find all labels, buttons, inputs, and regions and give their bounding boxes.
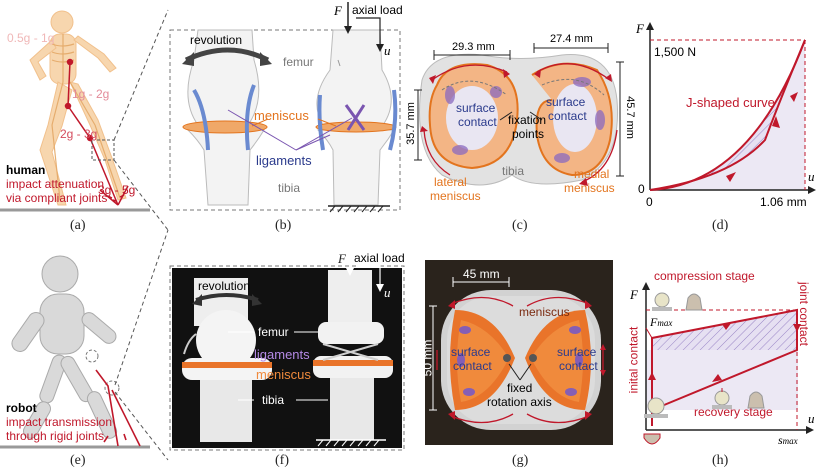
panel-g: 45 mm 50 mm meniscus surface contact sur… xyxy=(420,260,613,445)
f-force-label: F xyxy=(338,251,346,266)
h-xlabel: u xyxy=(808,411,815,426)
d-peak-label: 1,500 N xyxy=(654,45,697,59)
panel-c: 29.3 mm 27.4 mm 35.7 mm 45.7 mm surface … xyxy=(405,0,636,240)
h-initial-contact-label: inital contact xyxy=(626,326,641,394)
f-ligaments-label: ligaments xyxy=(254,347,310,362)
d-curve-label: J-shaped curve xyxy=(686,95,775,110)
g-surface-contact-right-2: contact xyxy=(559,359,598,373)
caption-h: (h) xyxy=(712,453,729,468)
d-xmax-label: 1.06 mm xyxy=(760,195,807,209)
h-fmax-sub: max xyxy=(657,318,673,328)
f-tibia-label: tibia xyxy=(262,393,285,407)
dim-lateral-vertical: 35.7 mm xyxy=(404,102,417,145)
ligaments-label: ligaments xyxy=(256,153,312,168)
caption-e: (e) xyxy=(70,453,86,468)
h-recovery-label: recovery stage xyxy=(694,405,773,419)
lateral-label-1: lateral xyxy=(434,175,467,189)
d-zero-x: 0 xyxy=(646,195,653,209)
f-femur-label: femur xyxy=(258,325,289,339)
femur-label: femur xyxy=(283,55,314,69)
displacement-label: u xyxy=(384,43,391,58)
surface-contact-right-1: surface xyxy=(546,95,586,109)
g-surface-contact-right-1: surface xyxy=(557,345,597,359)
g-surface-contact-left-2: contact xyxy=(453,359,492,373)
force-label: F xyxy=(334,3,342,18)
meniscus-top-view xyxy=(414,43,624,186)
g-meniscus-label: meniscus xyxy=(519,305,570,319)
surface-contact-right-2: contact xyxy=(548,109,587,123)
human-desc-2: via compliant joints xyxy=(6,191,108,205)
panel-a: 0.5g - 1g 1g - 2g 2g - 3g 3g - 5g human … xyxy=(0,0,169,240)
medial-label-2: meniscus xyxy=(564,181,615,195)
h-smax-sub: max xyxy=(782,436,798,446)
g-surface-contact-left-1: surface xyxy=(451,345,491,359)
h-fmax-main: F xyxy=(650,315,658,329)
g-dim-v: 50 mm xyxy=(420,339,435,377)
panel-e: robot impact transmission through rigid … xyxy=(0,229,169,473)
panel-h: compression stage recovery stage Fmax F … xyxy=(622,258,820,473)
axial-load-label: axial load xyxy=(352,3,403,17)
prototype-joint-illustration xyxy=(169,254,405,451)
d-zero-y: 0 xyxy=(638,182,645,196)
f-displacement-label: u xyxy=(384,285,391,300)
tibia-label: tibia xyxy=(278,181,301,195)
caption-c: (c) xyxy=(512,218,528,233)
load-label-3: 2g - 3g xyxy=(60,127,98,141)
d-xlabel: u xyxy=(808,169,815,184)
revolution-label: revolution xyxy=(190,33,243,47)
g-fixed-label-1: fixed xyxy=(507,381,533,395)
h-joint-contact-label: joint contact xyxy=(797,281,812,347)
panel-b: revolution femur meniscus ligaments tibi… xyxy=(168,0,408,240)
h-smax-main: s xyxy=(778,433,783,447)
dim-left: 29.3 mm xyxy=(452,41,495,53)
f-meniscus-label: meniscus xyxy=(256,367,311,382)
load-label-4: 3g - 5g xyxy=(98,183,136,197)
force-displacement-plot-h xyxy=(642,282,814,445)
medial-label-1: medial xyxy=(574,167,610,181)
fixation-label-2: points xyxy=(512,127,545,141)
dim-right: 27.4 mm xyxy=(550,33,593,45)
robot-desc-1: impact transmission xyxy=(6,415,113,429)
fixation-label-1: fixation xyxy=(508,113,547,127)
robot-desc-2: through rigid joints xyxy=(6,429,105,443)
caption-a: (a) xyxy=(70,218,86,233)
human-desc-1: impact attenuation xyxy=(6,177,105,191)
human-title: human xyxy=(6,163,46,177)
lateral-label-2: meniscus xyxy=(430,189,481,203)
robot-title: robot xyxy=(6,401,37,415)
d-ylabel: F xyxy=(636,21,644,36)
f-revolution-label: revolution xyxy=(198,279,251,293)
surface-contact-left-2: contact xyxy=(458,115,497,129)
g-fixed-label-2: rotation axis xyxy=(487,395,552,409)
human-runner-figure xyxy=(0,9,169,231)
panel-f: F axial load u revolution femur ligament… xyxy=(168,250,408,451)
h-compression-label: compression stage xyxy=(654,269,755,283)
caption-g: (g) xyxy=(512,453,529,468)
h-ylabel: F xyxy=(630,287,638,302)
meniscus-prototype-top xyxy=(429,277,606,430)
caption-f: (f) xyxy=(275,453,289,468)
h-smax-label: smax xyxy=(778,434,798,446)
panel-d: F u 1,500 N J-shaped curve 0 0 1.06 mm xyxy=(630,0,820,240)
caption-d: (d) xyxy=(712,218,729,233)
tibia-label-c: tibia xyxy=(502,164,525,178)
knee-anatomy-illustration xyxy=(169,2,401,213)
load-label-1: 0.5g - 1g xyxy=(7,31,55,45)
f-axial-load-label: axial load xyxy=(354,251,405,265)
surface-contact-left-1: surface xyxy=(456,101,496,115)
load-label-2: 1g - 2g xyxy=(72,87,110,101)
meniscus-label: meniscus xyxy=(254,108,309,123)
g-dim-h: 45 mm xyxy=(463,267,500,281)
caption-b: (b) xyxy=(275,218,292,233)
h-fmax-label: Fmax xyxy=(650,316,672,328)
robot-figure xyxy=(0,229,169,461)
force-displacement-plot-d xyxy=(646,22,816,194)
